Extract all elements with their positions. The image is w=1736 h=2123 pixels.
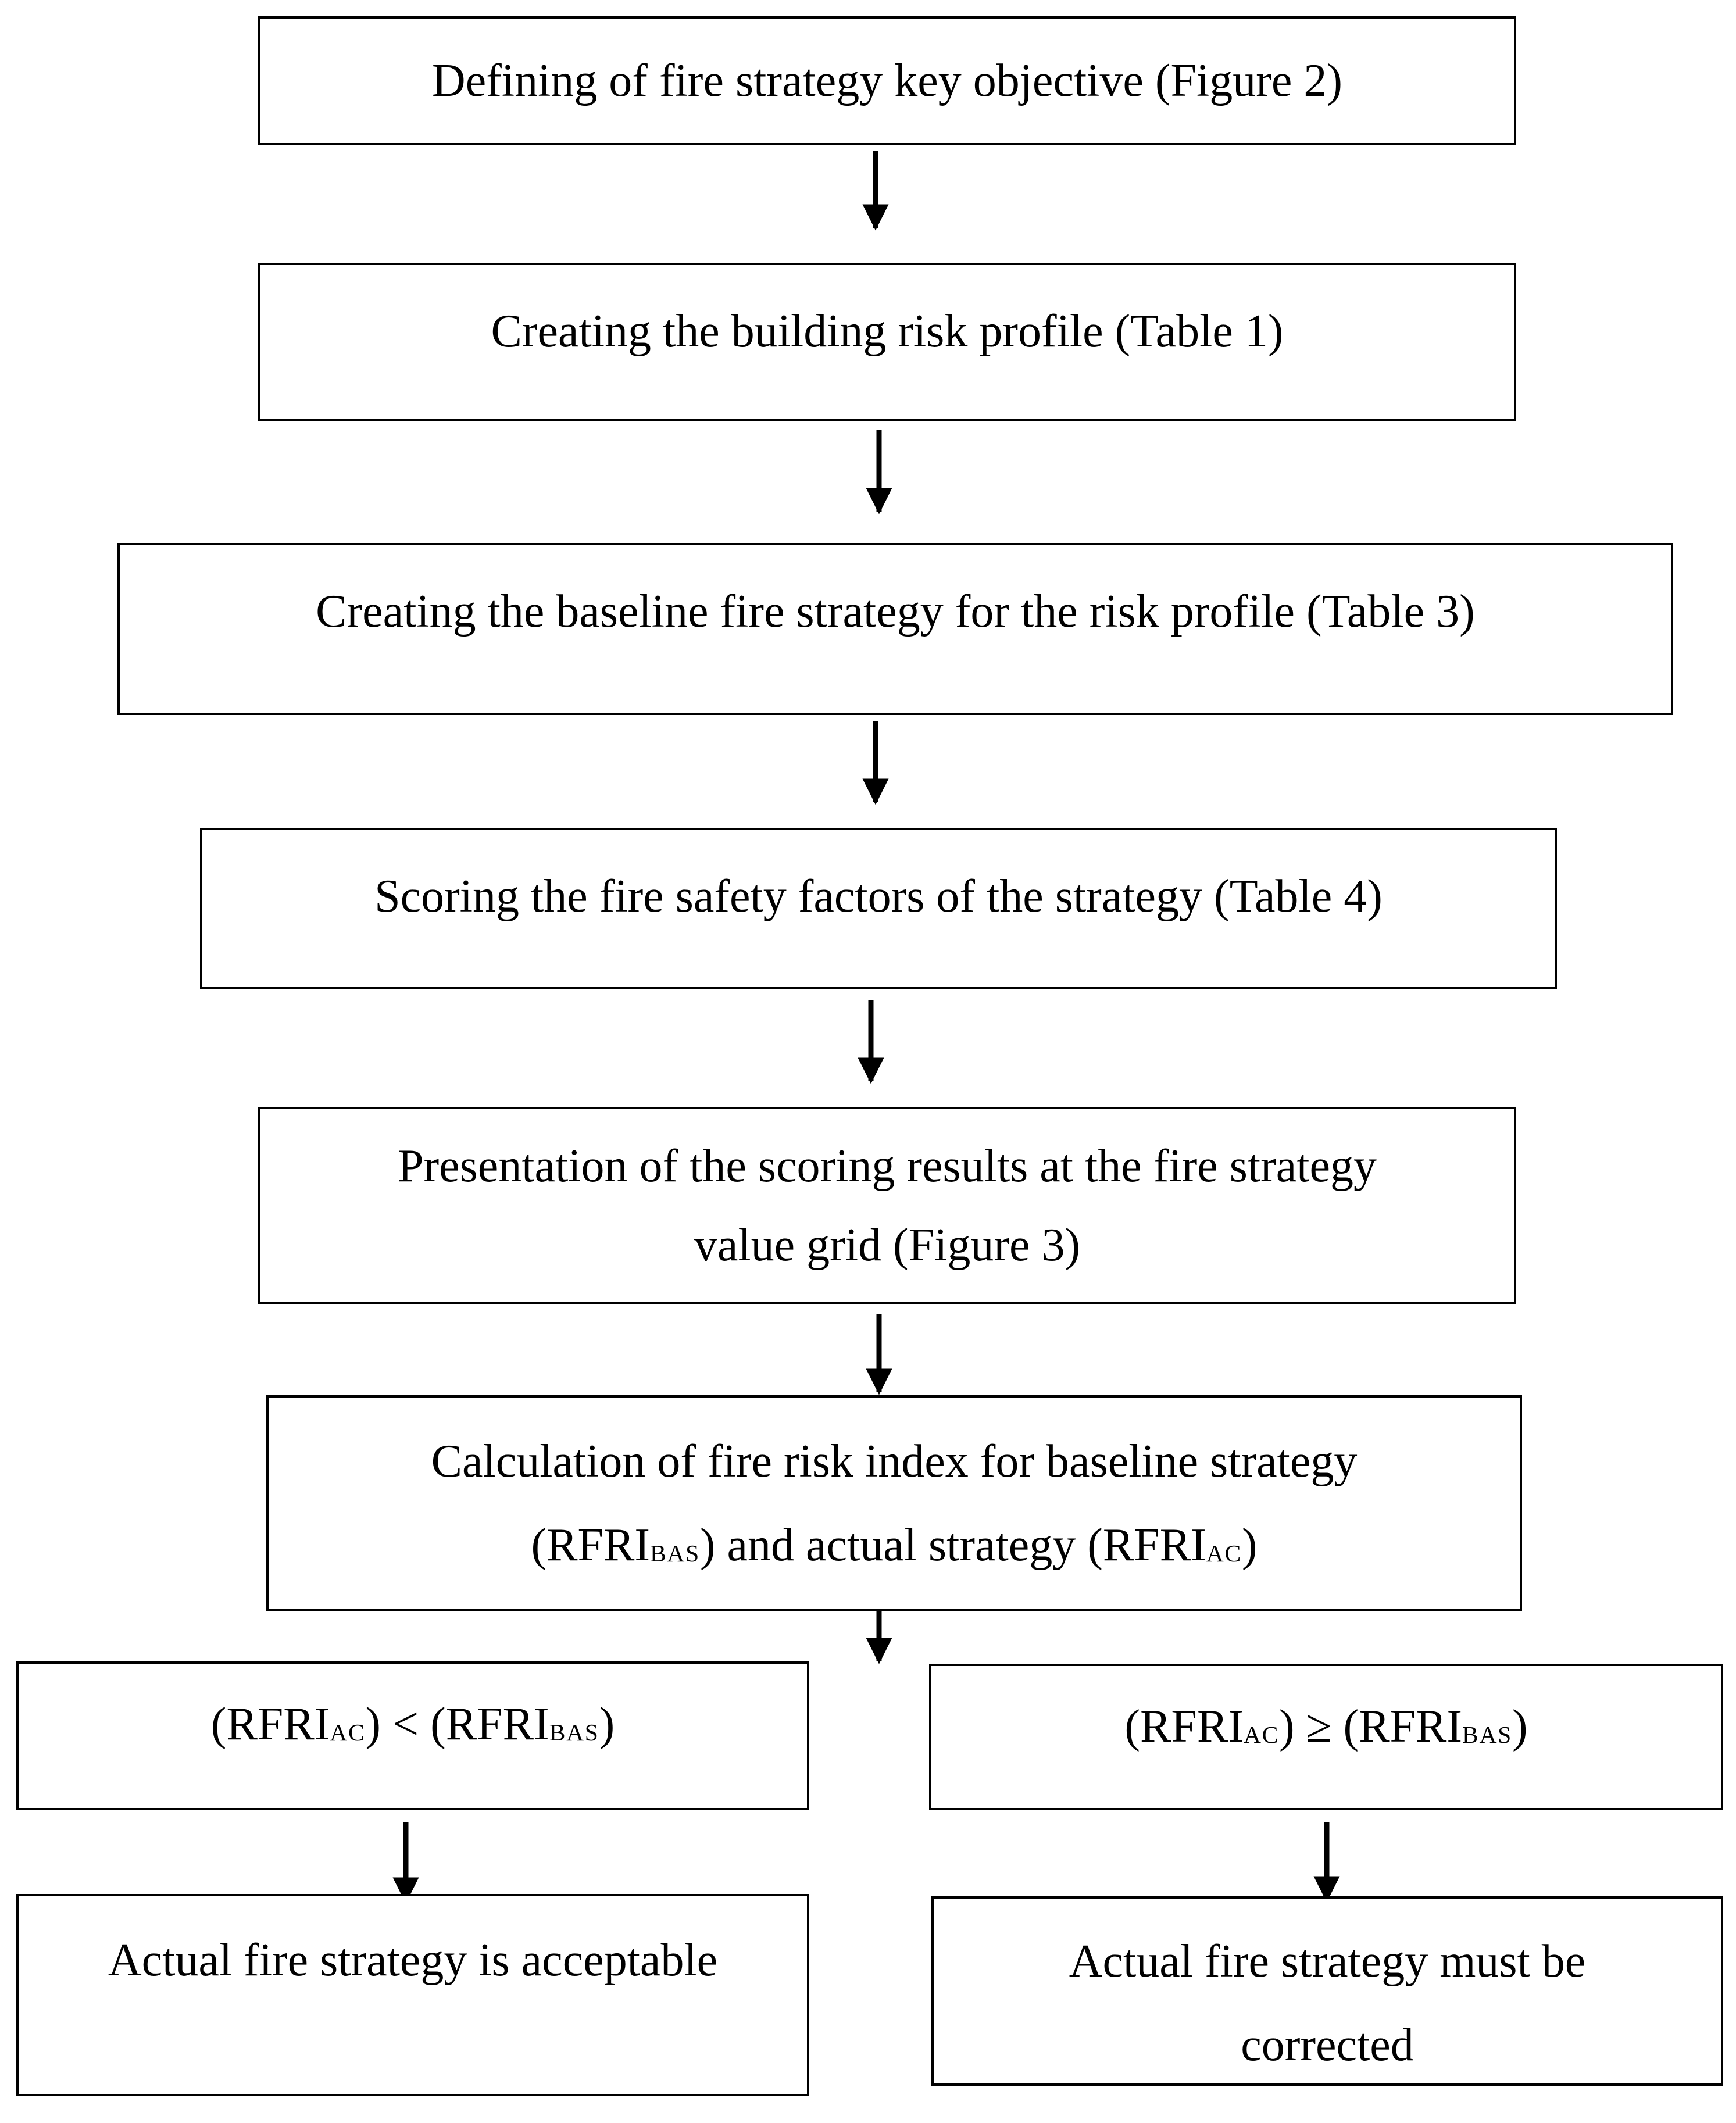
result-acceptable-label: Actual fire strategy is acceptable: [108, 1935, 718, 1986]
step-scoring-factors-label: Scoring the fire safety factors of the s…: [374, 871, 1383, 922]
step-risk-index-calculation: Calculation of fire risk index for basel…: [266, 1395, 1522, 1611]
step-define-objective-label: Defining of fire strategy key objective …: [431, 55, 1343, 106]
step-scoring-factors: Scoring the fire safety factors of the s…: [200, 828, 1557, 989]
condition-correct: (RFRIAC) ≥ (RFRIBAS): [929, 1664, 1723, 1810]
result-must-correct-line2: corrected: [1241, 2020, 1414, 2071]
condition-acceptable-label: (RFRIAC) < (RFRIBAS): [210, 1699, 615, 1750]
result-must-correct-label: Actual fire strategy must be corrected: [1069, 1920, 1586, 2087]
step-presentation-results: Presentation of the scoring results at t…: [258, 1107, 1516, 1304]
result-must-correct: Actual fire strategy must be corrected: [931, 1896, 1723, 2086]
step-baseline-strategy: Creating the baseline fire strategy for …: [117, 543, 1673, 715]
step-risk-profile-label: Creating the building risk profile (Tabl…: [491, 306, 1284, 357]
condition-correct-label: (RFRIAC) ≥ (RFRIBAS): [1124, 1701, 1528, 1752]
step-calculation-line2: (RFRIBAS) and actual strategy (RFRIAC): [531, 1520, 1258, 1571]
result-must-correct-line1: Actual fire strategy must be: [1069, 1936, 1586, 1987]
step-define-objective: Defining of fire strategy key objective …: [258, 16, 1516, 145]
step-calculation-line1: Calculation of fire risk index for basel…: [431, 1436, 1358, 1487]
step-risk-index-calculation-label: Calculation of fire risk index for basel…: [431, 1420, 1358, 1587]
condition-acceptable: (RFRIAC) < (RFRIBAS): [16, 1661, 809, 1810]
step-baseline-strategy-label: Creating the baseline fire strategy for …: [316, 586, 1475, 637]
result-acceptable: Actual fire strategy is acceptable: [16, 1894, 809, 2096]
step-presentation-line2: value grid (Figure 3): [694, 1220, 1081, 1271]
step-presentation-results-label: Presentation of the scoring results at t…: [398, 1127, 1377, 1285]
step-presentation-line1: Presentation of the scoring results at t…: [398, 1141, 1377, 1192]
step-risk-profile: Creating the building risk profile (Tabl…: [258, 263, 1516, 421]
